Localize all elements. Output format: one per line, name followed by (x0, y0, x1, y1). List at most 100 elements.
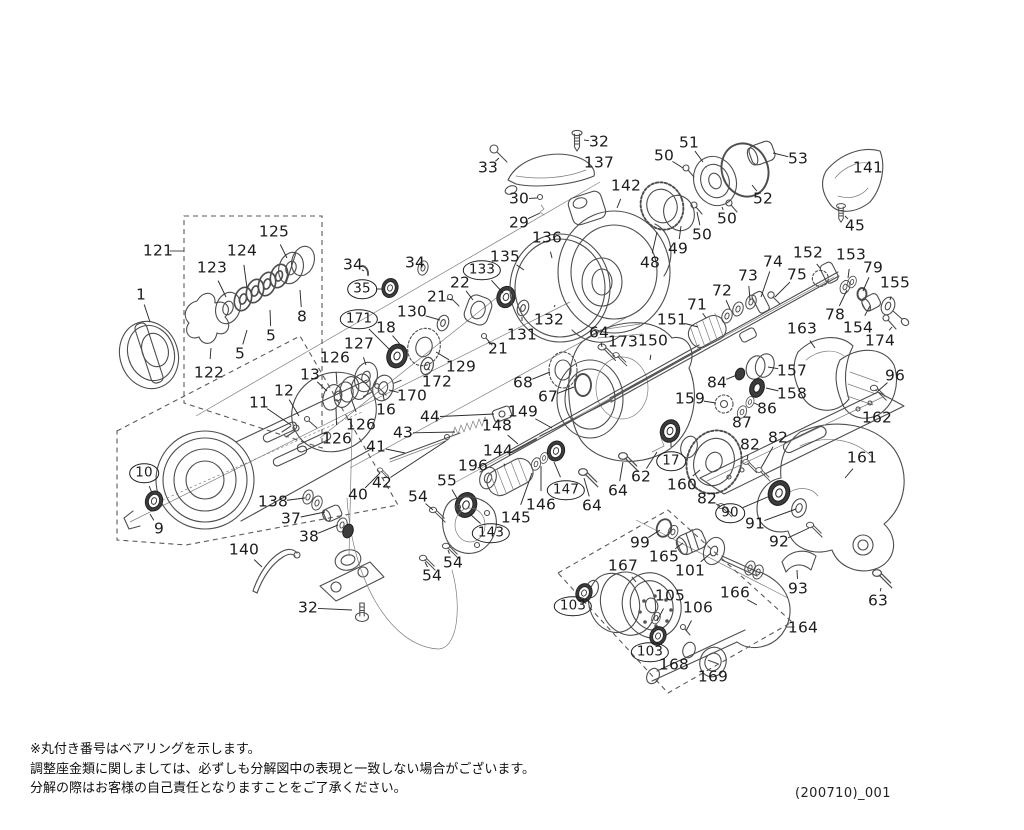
part-label-49: 49 (667, 239, 689, 258)
leader-line-160 (692, 469, 701, 477)
leader-line-166 (747, 599, 758, 606)
part-label-73: 73 (737, 266, 759, 285)
footnote-line-2: 調整座金類に関しましては、必ずしも分解図中の表現と一致しない場合がございます。 (30, 761, 536, 777)
drag-knob-drawing (118, 320, 180, 390)
leader-line-132 (553, 304, 556, 308)
oscillating-worm-drawing (687, 290, 781, 350)
part-label-16: 16 (375, 400, 397, 419)
body-cover-drawing (756, 423, 905, 572)
part-label-64: 64 (581, 496, 603, 515)
leader-line-41 (385, 448, 406, 454)
part-label-127: 127 (343, 334, 375, 353)
leader-line-62 (645, 451, 658, 469)
leader-line-75 (774, 281, 791, 298)
part-label-53: 53 (787, 149, 809, 168)
part-label-32: 32 (588, 132, 610, 151)
handle-assembly-drawing (572, 518, 791, 685)
leader-line-32 (317, 607, 353, 611)
part-label-145: 145 (500, 508, 532, 527)
leader-line-130 (425, 315, 441, 321)
part-label-105: 105 (654, 586, 686, 605)
part-label-11: 11 (248, 393, 270, 412)
part-label-21: 21 (487, 339, 509, 358)
bearing-label-133: 133 (462, 260, 502, 280)
leader-line-22 (465, 290, 474, 301)
part-label-121: 121 (142, 241, 174, 260)
part-label-173: 173 (607, 332, 639, 351)
leader-line-53 (772, 152, 789, 158)
leader-line-82 (746, 454, 749, 461)
leader-line-129 (435, 351, 450, 361)
leader-line-55 (451, 489, 459, 501)
leader-line-13 (316, 381, 328, 392)
leader-line-37 (300, 511, 326, 518)
leader-line-153 (847, 268, 850, 279)
leader-line-143 (469, 513, 481, 524)
part-label-33: 33 (477, 158, 499, 177)
leader-line-11 (266, 408, 292, 426)
part-label-84: 84 (706, 373, 728, 392)
leader-line-126 (351, 400, 357, 413)
part-label-160: 160 (666, 475, 698, 494)
part-label-149: 149 (507, 402, 539, 421)
leader-line-149 (535, 418, 553, 429)
bearing-label-143: 143 (471, 523, 511, 543)
part-label-34: 34 (342, 255, 364, 274)
part-label-18: 18 (375, 318, 397, 337)
part-label-79: 79 (862, 258, 884, 277)
leader-line-142 (616, 198, 622, 209)
drag-stack-drawing (184, 245, 315, 344)
part-label-165: 165 (648, 547, 680, 566)
leader-line-64 (583, 477, 590, 497)
drag-assembly-box (183, 215, 323, 449)
part-label-22: 22 (449, 273, 471, 292)
leader-line-167 (631, 576, 637, 583)
footnotes: ※丸付き番号はベアリングを示します。 調整座金類に関しましては、必ずしも分解図中… (30, 740, 535, 799)
leader-line-21 (446, 298, 453, 301)
leader-line-96 (877, 382, 888, 392)
part-label-130: 130 (396, 302, 428, 321)
part-label-50: 50 (653, 146, 675, 165)
part-label-75: 75 (786, 265, 808, 284)
worm-shaft-end-drawing (811, 261, 910, 330)
leader-line-79 (862, 276, 870, 292)
part-label-141: 141 (852, 158, 884, 177)
part-label-164: 164 (787, 618, 819, 637)
leader-line-125 (279, 244, 288, 259)
leader-line-54 (447, 549, 450, 554)
dashed-boxes (116, 215, 795, 694)
bearing-label-17: 17 (656, 451, 686, 471)
leader-line-51 (694, 150, 704, 163)
part-label-123: 123 (196, 258, 228, 277)
part-label-72: 72 (711, 281, 733, 300)
part-label-29: 29 (508, 213, 530, 232)
leader-line-171 (368, 328, 393, 353)
part-label-63: 63 (867, 591, 889, 610)
part-label-132: 132 (533, 310, 565, 329)
part-label-91: 91 (744, 514, 766, 533)
part-label-13: 13 (299, 365, 321, 384)
part-label-5: 5 (234, 344, 246, 363)
leader-line-44 (439, 413, 495, 418)
part-label-32: 32 (297, 598, 319, 617)
leader-line-33 (495, 157, 500, 162)
leader-line-29 (527, 212, 541, 220)
handle-assembly-box (557, 509, 793, 694)
leader-line-161 (844, 468, 854, 479)
leader-line-140 (253, 559, 263, 568)
bearing-label-10: 10 (129, 463, 159, 483)
part-label-155: 155 (879, 273, 911, 292)
part-label-158: 158 (776, 384, 808, 403)
part-label-152: 152 (792, 243, 824, 262)
part-label-9: 9 (153, 519, 165, 538)
anti-reverse-lever-drawing (252, 548, 301, 594)
leader-line-71 (702, 312, 707, 319)
leader-line-91 (764, 508, 797, 522)
footnote-line-1: ※丸付き番号はベアリングを示します。 (30, 742, 261, 757)
part-label-122: 122 (193, 363, 225, 382)
oscillation-pulleys-drawing (322, 313, 452, 411)
leader-line-126 (335, 371, 338, 385)
bearing-label-35: 35 (347, 279, 377, 299)
